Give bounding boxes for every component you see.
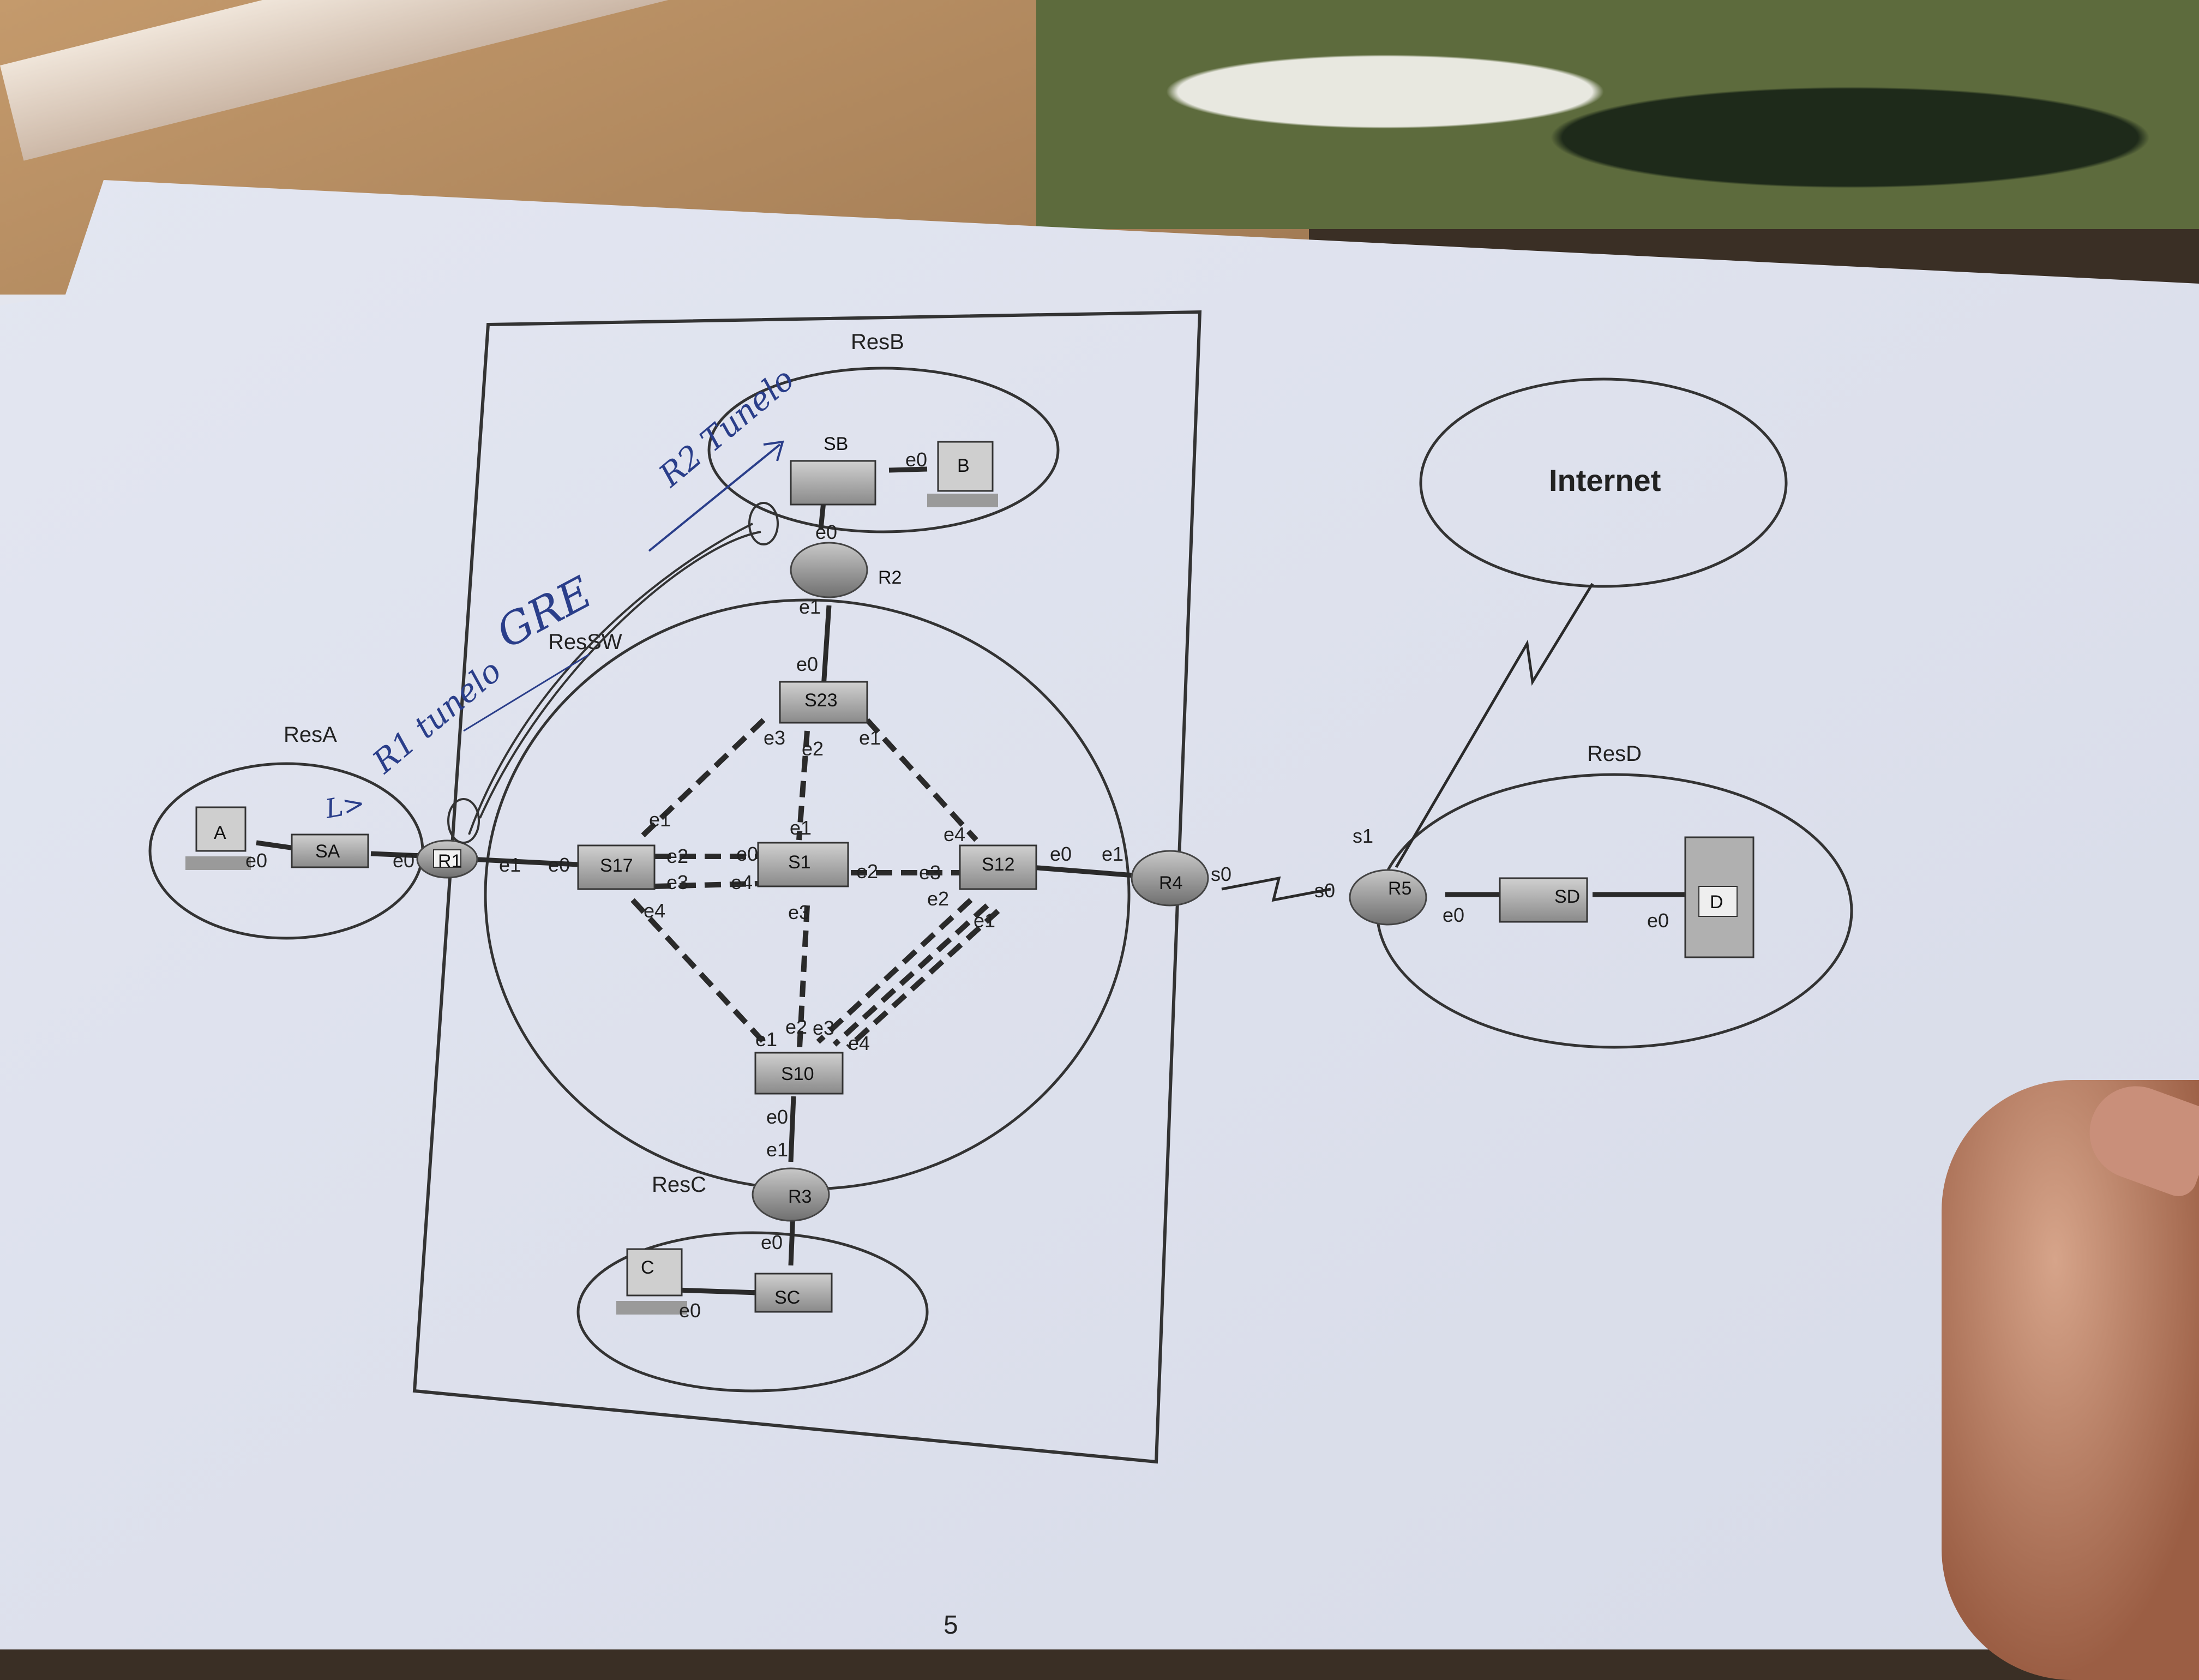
if-b-e0: e0: [905, 448, 927, 471]
internet-link: [1395, 583, 1594, 868]
pc-a: [185, 806, 251, 870]
if-s10-e2: e2: [785, 1016, 807, 1038]
hosts: [185, 441, 1755, 1315]
if-s17-e0: e0: [548, 854, 570, 876]
label-d: D: [1710, 892, 1723, 913]
if-s23-e2: e2: [802, 737, 824, 760]
if-r3-e0: e0: [761, 1231, 783, 1253]
if-s17-e2: e2: [666, 845, 688, 867]
if-r5-s0: s0: [1314, 879, 1335, 902]
if-s1-e3: e3: [788, 901, 810, 923]
if-r2-e0: e0: [815, 521, 837, 543]
if-r1-e1: e1: [499, 854, 521, 876]
if-r5-e0: e0: [1443, 904, 1464, 926]
if-s17-e1: e1: [649, 808, 671, 831]
switch-sd: [1499, 877, 1588, 923]
label-r4: R4: [1159, 873, 1182, 893]
if-a-e0: e0: [245, 849, 267, 872]
if-s10-e4: e4: [848, 1032, 870, 1054]
internet-cloud: [1419, 377, 1788, 588]
switch-s10: [754, 1052, 844, 1095]
label-r2: R2: [878, 567, 902, 588]
if-r2-e1: e1: [799, 596, 821, 618]
if-s1-e1: e1: [790, 817, 812, 839]
switch-links: [630, 718, 1000, 1059]
if-s10-e3: e3: [813, 1017, 834, 1039]
device-labels: A SA R1 S17 S1 S12 S23 S10 R2 R3 R4 R5 S…: [214, 434, 1723, 1308]
switch-sc: [754, 1273, 833, 1313]
pc-b: [927, 441, 998, 507]
if-s12-e0: e0: [1050, 843, 1072, 865]
label-s1: S1: [788, 852, 811, 873]
router-r5: [1349, 869, 1427, 926]
router-r4: [1131, 850, 1209, 907]
if-r5-s1: s1: [1353, 825, 1373, 847]
label-internet: Internet: [1549, 463, 1661, 497]
if-s12-e2: e2: [927, 887, 949, 910]
if-s12-e3: e3: [919, 861, 941, 884]
label-s12: S12: [982, 854, 1015, 875]
resc-ellipse: [576, 1231, 929, 1393]
if-s23-e1: e1: [859, 727, 881, 749]
label-sa: SA: [315, 841, 340, 862]
pc-c: [616, 1248, 687, 1315]
serial-link: [1221, 876, 1331, 902]
label-s10: S10: [781, 1064, 814, 1084]
label-resa: ResA: [284, 723, 337, 747]
label-resd: ResD: [1587, 742, 1642, 766]
label-r1: R1: [438, 851, 461, 872]
label-s17: S17: [600, 855, 633, 876]
paper-sheet: [0, 180, 2199, 1649]
switch-s23: [779, 681, 868, 724]
router-r1: [416, 839, 478, 879]
server-d: [1684, 836, 1755, 958]
switch-sb: [790, 460, 876, 506]
label-resc: ResC: [652, 1173, 706, 1197]
resb-frame: [412, 310, 1202, 1464]
annotation-arrow-mark: L>: [322, 788, 367, 825]
if-r4-s0: s0: [1211, 863, 1231, 885]
if-s12-e1: e1: [974, 909, 995, 932]
label-c: C: [641, 1257, 654, 1278]
if-s17-e4: e4: [644, 899, 665, 922]
if-r4-e1: e1: [1102, 843, 1123, 865]
interface-labels: e0 e0 e1 e0 e1 e2 e3 e4 e0 e1 e2 e3 e4 e…: [245, 448, 1669, 1322]
if-s17-e3: e3: [666, 871, 688, 893]
label-r3: R3: [788, 1186, 812, 1207]
label-r5: R5: [1388, 878, 1411, 899]
label-s23: S23: [804, 690, 838, 711]
if-s1-e0: e0: [736, 843, 758, 865]
label-sb: SB: [824, 434, 848, 454]
switch-sa: [291, 833, 369, 868]
if-r3-e1: e1: [766, 1138, 788, 1161]
page-number: 5: [944, 1611, 958, 1640]
if-s10-e1: e1: [755, 1028, 777, 1051]
if-s10-e0: e0: [766, 1106, 788, 1128]
if-c-e0: e0: [679, 1299, 701, 1322]
switches: [291, 460, 1588, 1313]
background-fabric: [1036, 0, 2199, 229]
if-d-e0: e0: [1647, 909, 1669, 932]
label-b: B: [957, 455, 970, 476]
if-s23-e3: e3: [764, 727, 785, 749]
if-s23-e0: e0: [796, 653, 818, 675]
label-sc: SC: [774, 1287, 800, 1308]
router-r2: [790, 542, 868, 598]
if-s1-e2: e2: [856, 860, 878, 883]
router-r3: [752, 1167, 830, 1222]
if-s12-e4: e4: [944, 823, 965, 845]
if-s1-e4: e4: [731, 871, 753, 893]
switch-s12: [959, 844, 1037, 890]
label-sd: SD: [1554, 886, 1580, 907]
if-r1-e0: e0: [393, 849, 414, 872]
switch-s1: [757, 842, 849, 887]
resb-ellipse: [707, 367, 1060, 533]
label-a: A: [214, 823, 226, 843]
switch-s17: [577, 844, 656, 890]
label-resb: ResB: [851, 330, 904, 354]
routers: [416, 542, 1427, 1222]
